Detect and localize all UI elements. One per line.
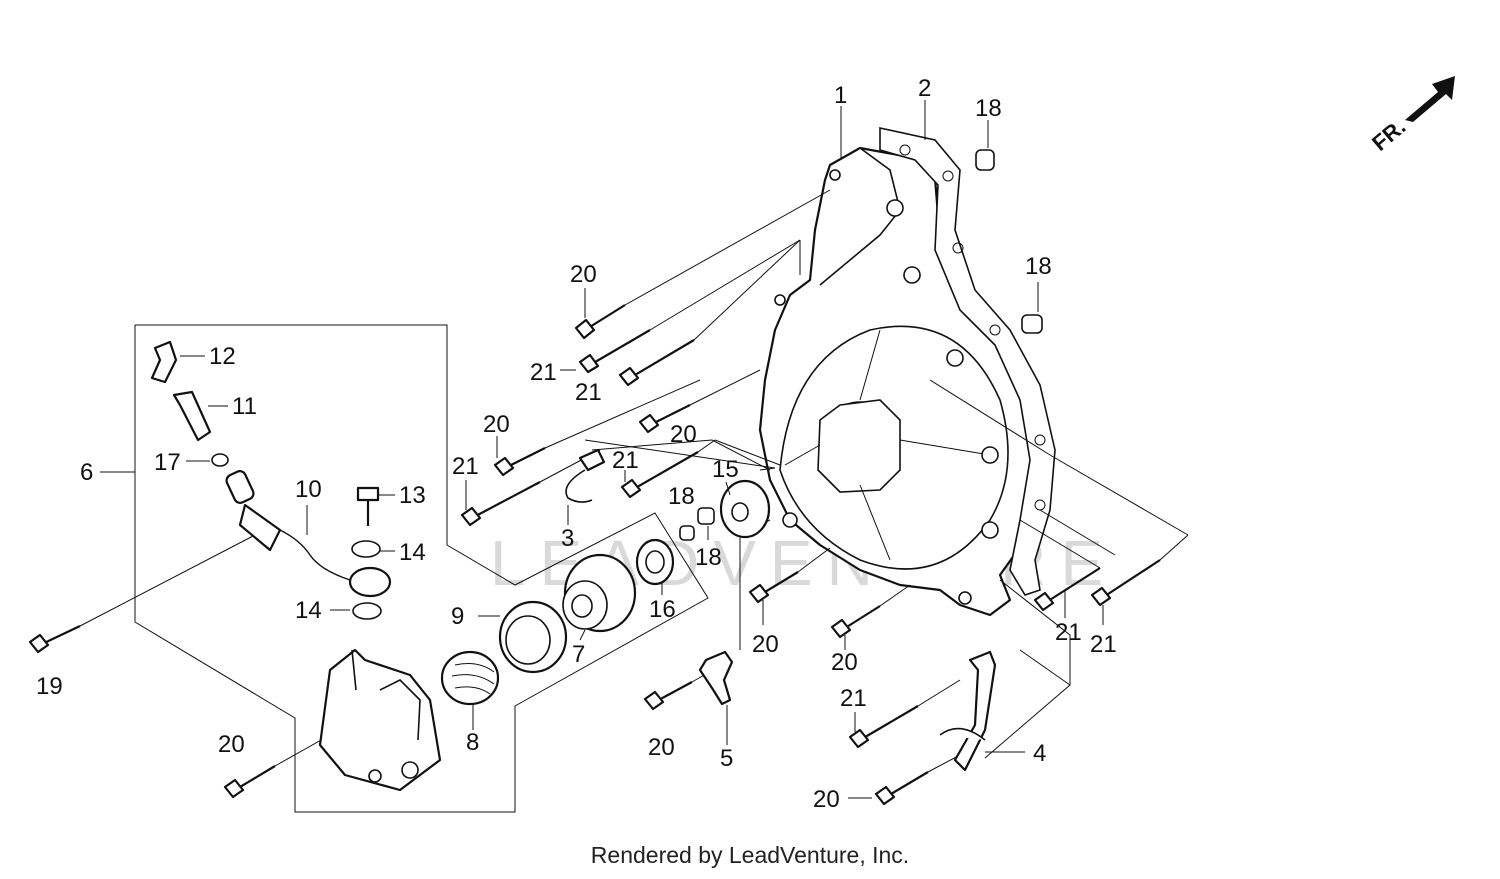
dowel-pin	[697, 507, 715, 525]
callout-1: 1	[834, 82, 847, 109]
sleeve-7	[562, 553, 637, 633]
bolt	[848, 705, 919, 749]
callout-21: 21	[840, 685, 867, 712]
bolt	[223, 765, 276, 799]
sensor-11	[172, 390, 212, 442]
callout-21: 21	[612, 447, 639, 474]
callout-16: 16	[649, 596, 676, 623]
callout-21: 21	[1090, 631, 1117, 658]
cover-gasket	[879, 127, 1056, 596]
callout-5: 5	[720, 745, 733, 772]
callout-2: 2	[918, 75, 931, 102]
callout-21: 21	[530, 359, 557, 386]
rear-cover-housing	[758, 146, 1047, 617]
spring-8	[440, 650, 500, 706]
callout-11: 11	[232, 393, 257, 420]
callout-18: 18	[975, 95, 1002, 122]
callout-20: 20	[570, 261, 597, 288]
alignment-lines	[79, 189, 1189, 773]
callout-17: 17	[154, 449, 181, 476]
assembly-outline-box	[134, 324, 709, 813]
callout-18: 18	[1025, 253, 1052, 280]
pump-body-6	[318, 648, 442, 792]
bracket-5	[698, 650, 734, 706]
callout-6: 6	[80, 459, 93, 486]
sensor-cable-10	[225, 470, 392, 598]
bolt	[460, 481, 541, 527]
callout-10: 10	[295, 476, 322, 503]
dowel-pin	[975, 149, 995, 171]
callout-21: 21	[1055, 619, 1082, 646]
front-direction-arrow-icon: FR.	[1367, 76, 1455, 156]
o-ring-17	[211, 453, 229, 467]
callout-18: 18	[668, 483, 695, 510]
callout-20: 20	[218, 731, 245, 758]
callout-labels: 1 2 18 18 20 21 21 20 21 20 21 3 15 18 1…	[36, 75, 1117, 813]
bearing-16	[635, 538, 675, 586]
callout-20: 20	[813, 786, 840, 813]
seal-outline-box	[584, 439, 1071, 759]
callout-leaders	[100, 100, 1104, 799]
bolt	[574, 304, 626, 340]
callout-20: 20	[648, 734, 675, 761]
bracket-4	[939, 650, 997, 772]
bolt	[578, 329, 651, 374]
bolt	[638, 404, 691, 434]
bolt	[618, 339, 695, 387]
callout-3: 3	[561, 525, 574, 552]
callout-9: 9	[451, 603, 464, 630]
callout-15: 15	[712, 456, 739, 483]
bolt	[28, 625, 81, 654]
callout-20: 20	[831, 649, 858, 676]
washer-14	[352, 602, 382, 620]
bolt	[620, 451, 699, 499]
seal-15	[719, 479, 771, 539]
bolt	[748, 571, 799, 604]
front-direction-label: FR.	[1367, 114, 1410, 156]
bolt	[874, 771, 929, 806]
callout-20: 20	[483, 411, 510, 438]
callout-4: 4	[1033, 740, 1046, 767]
callout-19: 19	[36, 673, 63, 700]
seal-9	[498, 600, 568, 674]
callout-21: 21	[452, 453, 479, 480]
callout-21: 21	[575, 379, 602, 406]
bolt-13	[356, 486, 380, 526]
callout-13: 13	[399, 482, 426, 509]
callout-14: 14	[399, 539, 426, 566]
bolt	[1033, 567, 1101, 612]
callout-8: 8	[466, 729, 479, 756]
bolt	[643, 681, 693, 711]
callout-20: 20	[670, 421, 697, 448]
bolt	[1090, 559, 1161, 607]
callout-12: 12	[209, 343, 236, 370]
bolt	[830, 605, 881, 639]
footer-credit: Rendered by LeadVenture, Inc.	[590, 842, 910, 868]
cable-clamp-12	[150, 340, 178, 384]
washer-14	[351, 540, 381, 558]
callout-20: 20	[752, 631, 779, 658]
callout-7: 7	[572, 641, 585, 668]
clip-3	[565, 448, 606, 503]
dowel-pin	[1021, 314, 1043, 334]
callout-14: 14	[295, 597, 322, 624]
bolt	[493, 447, 546, 477]
dowel-pin	[679, 525, 695, 541]
callout-18: 18	[695, 544, 722, 571]
